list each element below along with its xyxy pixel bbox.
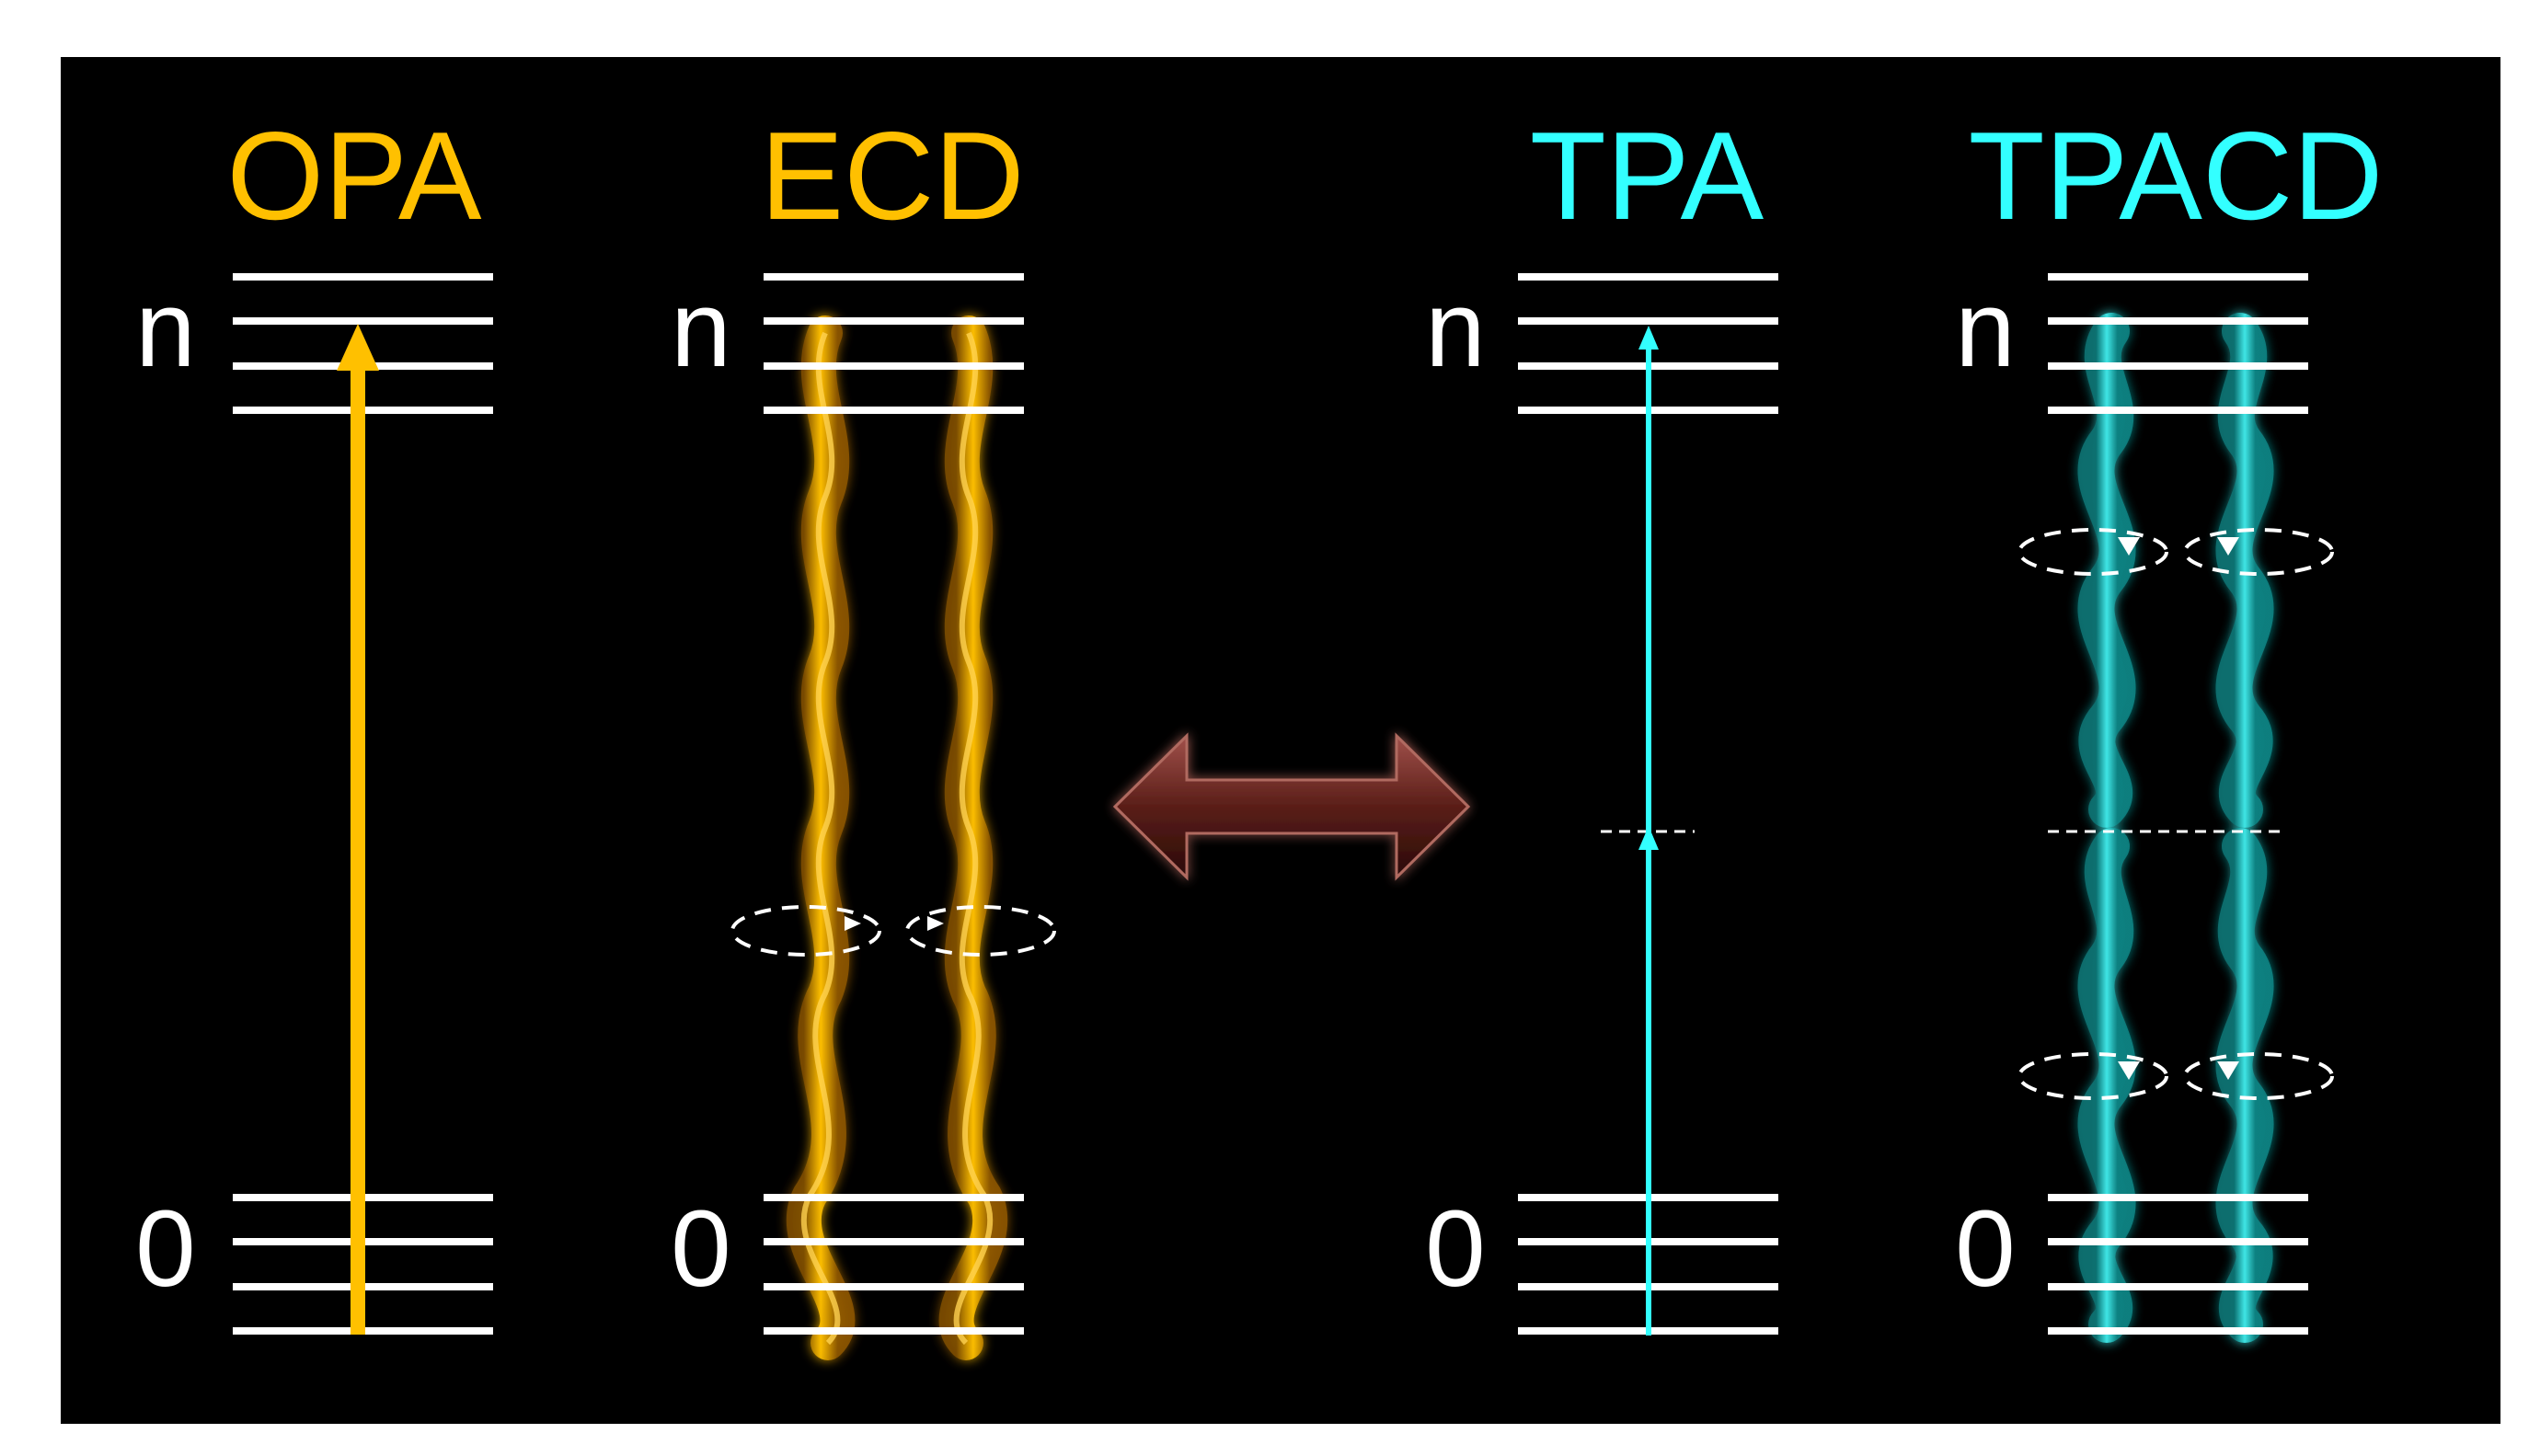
panel-tpacd: TPACD n 0: [1955, 106, 2384, 1343]
helix-ribbon-lower-left-tpacd: [2077, 828, 2136, 1343]
ground-levels-ecd: [764, 1194, 1024, 1335]
excitation-arrow-opa: [337, 324, 379, 1335]
panel-opa: OPA n 0: [135, 106, 493, 1335]
upper-level-label-tpacd: n: [1955, 269, 2016, 390]
helix-ribbon-lower-right-tpacd: [2215, 828, 2274, 1343]
ground-level-label-opa: 0: [135, 1188, 196, 1310]
ground-levels-tpacd: [2048, 1194, 2308, 1335]
upper-level-label-ecd: n: [671, 269, 731, 390]
upper-levels-tpacd: [2048, 273, 2308, 414]
panel-title-ecd: ECD: [760, 106, 1024, 246]
upper-level-label-opa: n: [135, 269, 196, 390]
upper-level-label-tpa: n: [1425, 269, 1486, 390]
ground-level-label-tpa: 0: [1425, 1188, 1486, 1310]
dashed-rotation-ellipse-icon: [2017, 528, 2334, 1100]
helix-ribbon-upper-left-tpacd: [2077, 313, 2136, 828]
black-background: [61, 57, 2500, 1424]
excitation-arrows-tpa: [1638, 326, 1659, 1336]
helix-ribbon-upper-right-tpacd: [2215, 313, 2274, 828]
ground-level-label-tpacd: 0: [1955, 1188, 2016, 1310]
ground-level-label-ecd: 0: [671, 1188, 731, 1310]
panel-title-opa: OPA: [226, 106, 481, 246]
panel-title-tpa: TPA: [1530, 106, 1765, 246]
upper-levels-ecd: [764, 273, 1024, 414]
panel-ecd: ECD n 0: [671, 106, 1056, 1360]
dashed-rotation-ellipse-icon: [730, 905, 1056, 957]
panel-tpa: TPA n 0: [1425, 106, 1778, 1336]
panel-title-tpacd: TPACD: [1969, 106, 2384, 246]
double-headed-arrow-icon: [1112, 732, 1471, 881]
